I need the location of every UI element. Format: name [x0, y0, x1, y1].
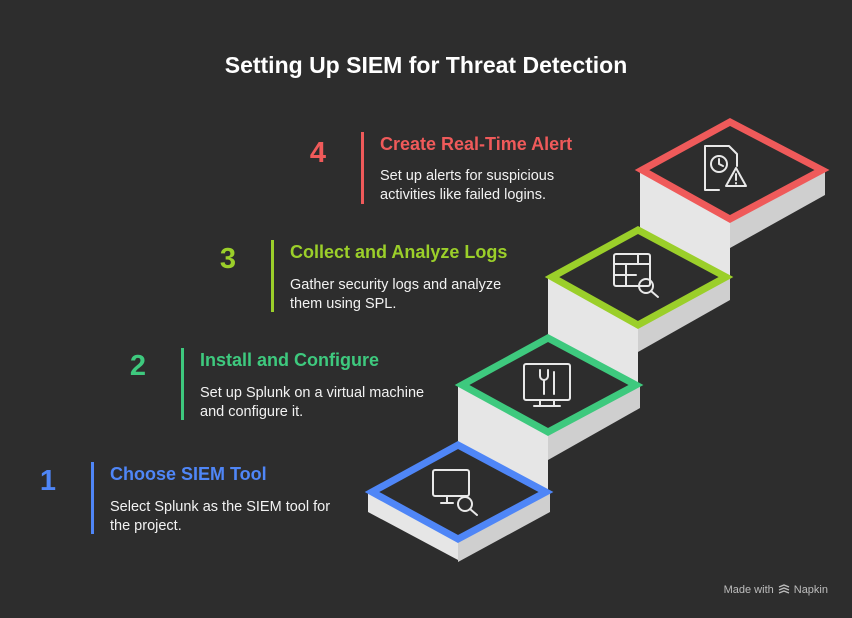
stair-2	[454, 334, 644, 505]
step-accent-bar	[181, 348, 184, 420]
step-heading: Install and Configure	[200, 350, 380, 370]
page-title: Setting Up SIEM for Threat Detection	[224, 52, 628, 78]
stair-4-top	[634, 118, 830, 223]
table-search-icon	[613, 253, 659, 298]
step-description: Set up alerts for suspicious activities …	[380, 168, 555, 203]
stair-4	[634, 118, 830, 290]
step-description: Gather security logs and analyze them us…	[290, 277, 502, 312]
step-description: Select Splunk as the SIEM tool for the p…	[110, 499, 331, 534]
stair-2-top	[454, 334, 644, 436]
stair-1	[364, 441, 554, 562]
step-heading: Choose SIEM Tool	[110, 464, 267, 484]
footer-attribution: Made with Napkin	[724, 584, 828, 596]
stair-1-top	[364, 441, 554, 543]
step-accent-bar	[91, 462, 94, 534]
step-number: 1	[39, 465, 57, 497]
napkin-logo-icon	[778, 584, 789, 594]
step-number: 4	[309, 137, 327, 169]
made-with-label: Made with	[723, 584, 774, 596]
monitor-tools-icon	[523, 363, 571, 407]
document-clock-alert-icon	[704, 145, 747, 191]
step-heading: Create Real-Time Alert	[380, 134, 573, 154]
brand-label: Napkin	[793, 584, 828, 596]
stair-3	[544, 226, 734, 400]
step-number: 3	[219, 243, 237, 275]
step-heading: Collect and Analyze Logs	[290, 242, 508, 262]
step-number: 2	[129, 350, 147, 382]
step-description: Set up Splunk on a virtual machine and c…	[200, 385, 425, 420]
stair-3-top	[544, 226, 734, 329]
step-accent-bar	[361, 132, 364, 204]
step-accent-bar	[271, 240, 274, 312]
monitor-search-icon	[432, 469, 478, 516]
